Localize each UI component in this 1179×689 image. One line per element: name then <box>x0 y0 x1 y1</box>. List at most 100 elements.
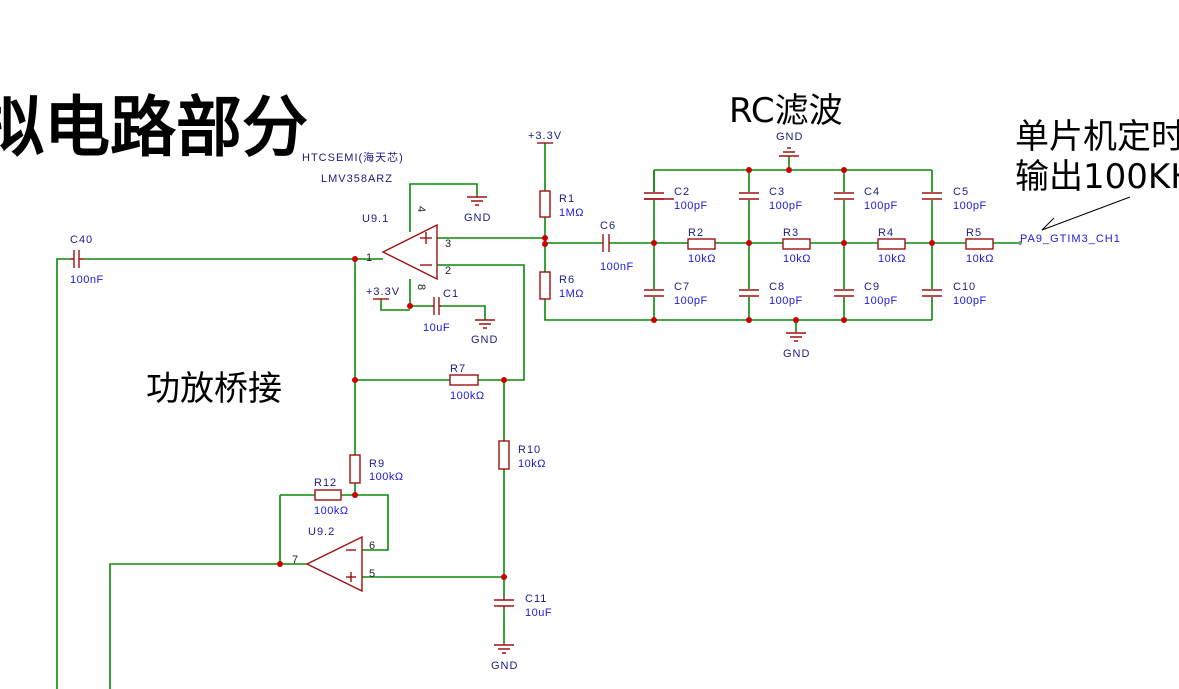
ref: R9 <box>369 458 385 470</box>
gnd-icon <box>475 319 495 329</box>
capacitor-c7[interactable]: C7 100pF <box>644 281 708 307</box>
value: 10kΩ <box>688 253 716 265</box>
resistor-r1[interactable]: R1 1MΩ <box>539 190 584 219</box>
ref: R2 <box>688 227 704 239</box>
value: 100nF <box>600 261 634 273</box>
resistor-r2[interactable]: R2 10kΩ <box>687 227 716 265</box>
capacitor-c4[interactable]: C4 100pF <box>834 186 898 212</box>
resistor-r5[interactable]: R5 10kΩ <box>965 227 994 265</box>
capacitor-c40[interactable]: C40 100nF <box>70 234 104 286</box>
value: 10kΩ <box>783 253 811 265</box>
pin-label: 5 <box>369 568 375 580</box>
value: 100kΩ <box>314 505 349 517</box>
opamp-u9-1[interactable]: HTCSEMI(海天芯) LMV358ARZ U9.1 1 3 2 4 8 <box>302 150 451 290</box>
capacitor-c8[interactable]: C8 100pF <box>739 281 803 307</box>
capacitor-c9[interactable]: C9 100pF <box>834 281 898 307</box>
pin-label: 1 <box>366 252 372 264</box>
vcc-label: +3.3V <box>528 130 562 142</box>
gnd-icon <box>494 644 514 654</box>
resistor-r6[interactable]: R6 1MΩ <box>539 271 584 300</box>
capacitor-c11[interactable]: C11 10uF <box>494 593 552 619</box>
value: 100pF <box>864 295 898 307</box>
value: 100pF <box>953 200 987 212</box>
resistor-r3[interactable]: R3 10kΩ <box>782 227 811 265</box>
resistor-r7[interactable]: R7 100kΩ <box>449 363 485 402</box>
ref: C2 <box>674 186 690 198</box>
opamp-u9-2[interactable]: U9.2 7 6 5 <box>292 526 375 593</box>
capacitor-c3[interactable]: C3 100pF <box>739 186 803 212</box>
resistor-r12[interactable]: R12 100kΩ <box>314 477 349 517</box>
ref: C9 <box>864 281 880 293</box>
value: 100pF <box>864 200 898 212</box>
power-symbols: +3.3V +3.3V GND GND GND GND GND <box>366 130 810 672</box>
net-label-pa9[interactable]: PA9_GTIM3_CH1 <box>1020 233 1121 245</box>
ref: R6 <box>559 274 575 286</box>
pin-label: 7 <box>292 554 298 566</box>
value: 100kΩ <box>450 390 485 402</box>
ref: C40 <box>70 234 93 246</box>
mcu-note-line2: 输出100KH <box>1015 157 1179 197</box>
pin-label: 3 <box>445 238 451 250</box>
ref: R12 <box>314 477 337 489</box>
value: 10kΩ <box>966 253 994 265</box>
u9-1-ref: U9.1 <box>362 213 389 225</box>
ref: R10 <box>518 444 541 456</box>
gnd-label: GND <box>471 334 498 346</box>
value: 10uF <box>423 322 450 334</box>
pin-label: 8 <box>415 284 427 290</box>
gnd-label: GND <box>464 212 491 224</box>
value: 100pF <box>769 200 803 212</box>
capacitor-c6[interactable]: C6 100nF <box>600 220 634 273</box>
arrow-annotation <box>1041 196 1131 231</box>
ref: C6 <box>600 220 616 232</box>
u9-2-ref: U9.2 <box>308 526 335 538</box>
value: 10kΩ <box>518 458 546 470</box>
capacitor-c10[interactable]: C10 100pF <box>922 281 987 307</box>
u9-1-part: LMV358ARZ <box>321 173 393 185</box>
ref: C1 <box>443 288 459 300</box>
u9-1-maker: HTCSEMI(海天芯) <box>302 150 404 164</box>
vcc-label: +3.3V <box>366 286 400 298</box>
section-title: 拟电路部分 <box>0 89 308 166</box>
ref: C8 <box>769 281 785 293</box>
resistor-r9[interactable]: R9 100kΩ <box>349 454 404 484</box>
capacitor-c5[interactable]: C5 100pF <box>922 186 987 212</box>
value: 1MΩ <box>559 207 584 219</box>
ref: R7 <box>450 363 466 375</box>
resistor-r10[interactable]: R10 10kΩ <box>498 440 546 470</box>
value: 100pF <box>674 295 708 307</box>
value: 10uF <box>525 607 552 619</box>
value: 100pF <box>674 200 708 212</box>
value: 100nF <box>70 274 104 286</box>
value: 1MΩ <box>559 288 584 300</box>
capacitor-c2[interactable]: C2 100pF <box>644 186 708 212</box>
gnd-label: GND <box>491 660 518 672</box>
gnd-label: GND <box>776 131 803 143</box>
junctions <box>277 167 1022 580</box>
pin-label: 6 <box>369 540 375 552</box>
ref: R5 <box>966 227 982 239</box>
value: 100pF <box>953 295 987 307</box>
gnd-icon <box>467 196 487 206</box>
ref: C5 <box>953 186 969 198</box>
capacitor-c1[interactable]: C1 10uF <box>423 288 459 334</box>
pin-label: 2 <box>445 265 451 277</box>
gnd-icon <box>786 332 806 342</box>
pin-label: 4 <box>415 206 427 212</box>
gnd-label: GND <box>783 348 810 360</box>
value: 100kΩ <box>369 471 404 483</box>
resistor-r4[interactable]: R4 10kΩ <box>877 227 906 265</box>
amp-bridge-label: 功放桥接 <box>146 369 282 409</box>
ref: C11 <box>525 593 547 605</box>
value: 100pF <box>769 295 803 307</box>
ref: C7 <box>674 281 690 293</box>
ref: C3 <box>769 186 785 198</box>
ref: C10 <box>953 281 976 293</box>
gnd-icon <box>779 147 799 157</box>
rc-filter-label: RC滤波 <box>729 91 843 131</box>
value: 10kΩ <box>878 253 906 265</box>
ref: R4 <box>878 227 894 239</box>
ref: R3 <box>783 227 799 239</box>
ref: C4 <box>864 186 880 198</box>
